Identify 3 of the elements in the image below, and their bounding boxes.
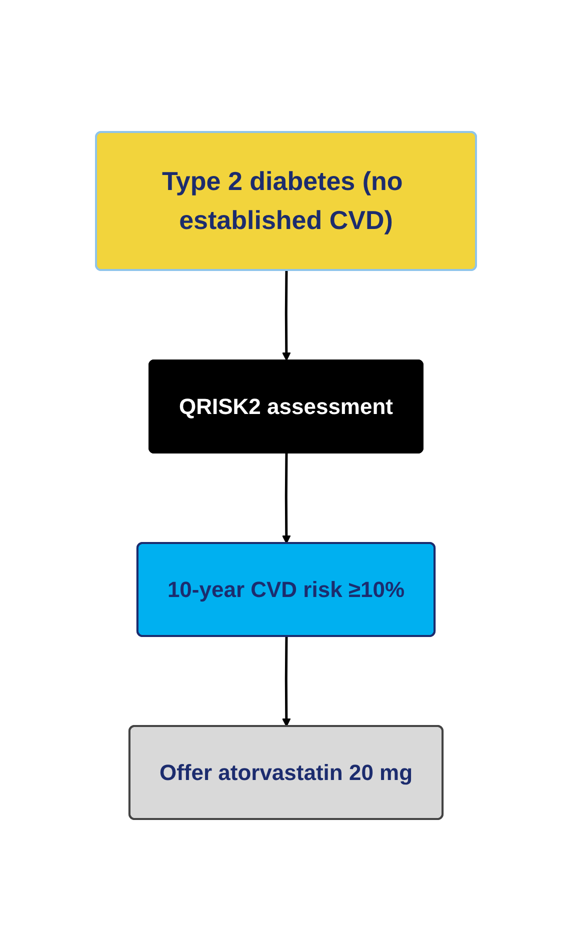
arrow bbox=[282, 270, 290, 361]
arrow bbox=[282, 636, 290, 727]
arrow bbox=[282, 453, 290, 544]
